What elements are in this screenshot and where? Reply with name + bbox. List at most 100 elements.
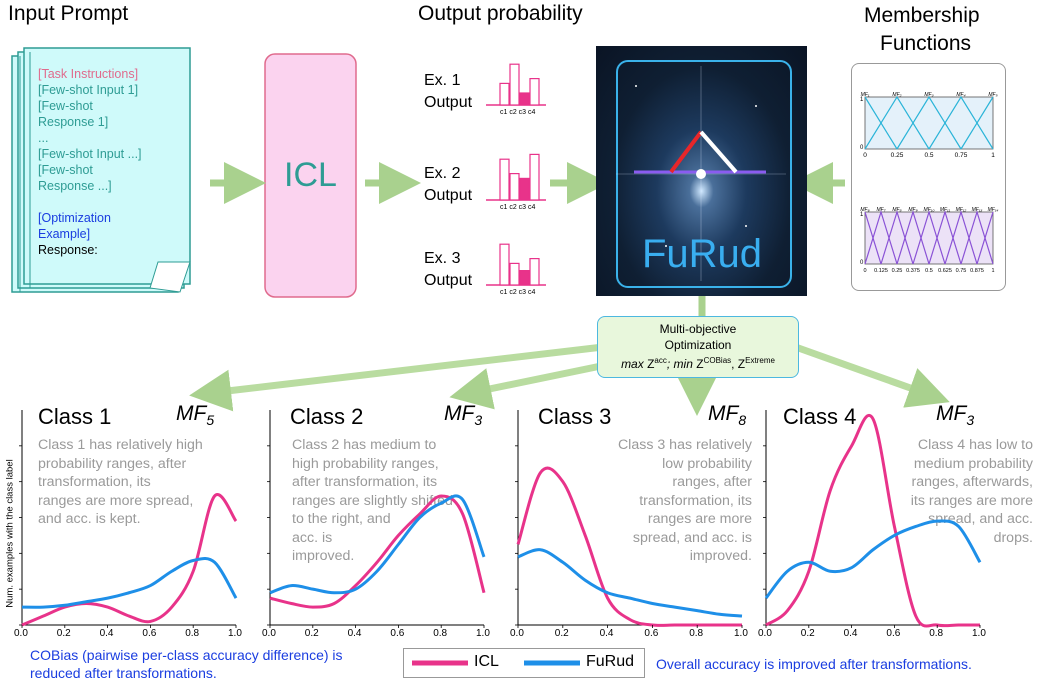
class3-desc-line: ranges, after xyxy=(672,474,752,490)
overall-note: Overall accuracy is improved after trans… xyxy=(656,656,972,672)
mf-triangle xyxy=(960,209,994,265)
x-tick-label: 1.0 xyxy=(476,628,490,639)
furud-label: FuRud xyxy=(641,232,763,276)
mf-triangle xyxy=(912,209,946,265)
mf-xtick: 0.625 xyxy=(938,268,952,274)
mf-xtick: 0.125 xyxy=(874,268,888,274)
x-tick-label: 0.2 xyxy=(800,628,815,639)
output-bar xyxy=(529,258,540,286)
class3-desc-line: improved. xyxy=(689,548,752,564)
mf-label: MF₁₄ xyxy=(988,207,999,213)
mf-xtick: 0.875 xyxy=(970,268,984,274)
bar-tick-labels: c1 c2 c3 c4 xyxy=(500,109,536,116)
x-tick-label: 0.0 xyxy=(14,628,28,639)
mf-xtick: 0.25 xyxy=(892,268,903,274)
x-tick-label: 0.2 xyxy=(304,628,319,639)
mf-plot-frame xyxy=(864,96,994,150)
class1-title: Class 1 xyxy=(38,404,112,429)
bar-tick-labels: c1 c2 c3 c4 xyxy=(500,289,536,296)
prompt-fewshot-response-1a: [Few-shot xyxy=(38,99,93,113)
x-tick-label: 0.4 xyxy=(843,628,858,639)
mf-label: MF₁₁ xyxy=(940,207,951,213)
mf-label: MF₇ xyxy=(877,207,886,213)
mf-xtick: 0.5 xyxy=(925,268,933,274)
furud-series-line xyxy=(764,519,982,600)
mf-label: MF₁₃ xyxy=(972,207,983,213)
x-tick-label: 0.2 xyxy=(56,628,71,639)
ex1-output: Output xyxy=(424,94,473,111)
class3-mf-name: MF xyxy=(708,402,739,425)
mf-triangle xyxy=(928,95,994,150)
output-bar xyxy=(499,82,510,106)
class2-desc-line: high probability ranges, xyxy=(292,455,439,472)
mf-triangle xyxy=(960,96,994,150)
class1-desc: Class 1 has relatively high probability … xyxy=(38,436,203,529)
legend-furud-swatch xyxy=(524,660,580,666)
prompt-optimization-b: Example] xyxy=(38,227,91,241)
x-tick-label: 0.8 xyxy=(433,628,448,639)
ex3-name: Ex. 3 xyxy=(424,250,461,267)
x-tick-label: 0.6 xyxy=(644,628,659,639)
output-probability-title: Output probability xyxy=(418,2,583,25)
x-tick-label: 1.0 xyxy=(734,628,748,639)
output-bar xyxy=(519,92,530,106)
mf-xtick: 0 xyxy=(863,152,867,159)
cobias-note-line2: reduced after transformations. xyxy=(30,665,217,681)
ex2-name: Ex. 2 xyxy=(424,165,461,182)
mf-triangle xyxy=(880,209,914,265)
output-bar xyxy=(499,243,510,286)
mf-ytick: 1 xyxy=(860,212,864,218)
output-bar xyxy=(519,177,530,201)
mf-triangle xyxy=(928,209,962,265)
ex1-label: Ex. 1 Output xyxy=(424,70,472,114)
mo-cobias-sup: COBias xyxy=(703,356,732,365)
mf-xtick: 0.5 xyxy=(924,152,933,159)
furud-series-line xyxy=(517,548,743,618)
legend-icl-label: ICL xyxy=(474,653,499,670)
mo-z-acc: Z xyxy=(647,357,655,371)
class1-desc-line: ranges are more spread, xyxy=(38,492,194,509)
multi-objective-box: Multi-objective Optimization max Zacc; m… xyxy=(597,316,799,378)
class3-desc: Class 3 has relatively low probability r… xyxy=(560,436,752,566)
output-bar xyxy=(509,172,520,201)
x-tick-label: 0.4 xyxy=(347,628,362,639)
mo-extreme-sup: Extreme xyxy=(745,356,775,365)
class2-title: Class 2 xyxy=(290,404,364,429)
prompt-ellipsis: ... xyxy=(38,131,49,145)
class4-mf: MF3 xyxy=(936,402,974,428)
bar-tick-labels: c1 c2 c3 c4 xyxy=(500,204,536,211)
legend: ICL FuRud xyxy=(403,648,645,678)
mf-ytick: 0 xyxy=(860,260,864,266)
class1-desc-line: probability ranges, after xyxy=(38,455,187,472)
output-bar xyxy=(509,262,520,286)
output-bar xyxy=(509,63,520,106)
mf-xtick: 1 xyxy=(991,152,995,159)
mf-triangle xyxy=(864,209,898,265)
mf-label: MF₄ xyxy=(956,92,965,98)
prompt-fewshot-response-na: [Few-shot xyxy=(38,163,93,177)
class4-desc-line: drops. xyxy=(993,529,1033,546)
class4-desc-line: Class 4 has low to xyxy=(917,437,1033,453)
class3-desc-line: low probability xyxy=(662,455,752,472)
output-bar xyxy=(519,270,530,286)
output-bar xyxy=(499,158,510,201)
ex2-output: Output xyxy=(424,187,473,204)
mf-triangle xyxy=(896,95,962,150)
class3-title: Class 3 xyxy=(538,404,612,429)
mf-label: MF₁₀ xyxy=(924,207,935,213)
mo-max: max xyxy=(621,357,644,371)
x-tick-label: 0.4 xyxy=(599,628,614,639)
class1-desc-line: Class 1 has relatively high xyxy=(38,437,203,453)
x-tick-label: 1.0 xyxy=(972,628,986,639)
class3-desc-line: Class 3 has relatively xyxy=(617,437,752,453)
mf-label: MF₁₂ xyxy=(956,207,967,213)
ex3-label: Ex. 3 Output xyxy=(424,248,472,292)
x-tick-label: 0.6 xyxy=(886,628,901,639)
output-bar-charts: c1 c2 c3 c4 c1 c2 c3 c4 c1 c2 c3 c4 xyxy=(486,63,546,296)
mf-label: MF₆ xyxy=(860,207,869,213)
prompt-text: [Task Instructions] [Few-shot Input 1] [… xyxy=(38,66,142,258)
x-tick-label: 0.8 xyxy=(185,628,200,639)
ex2-label: Ex. 2 Output xyxy=(424,163,472,207)
x-tick-label: 0.6 xyxy=(390,628,405,639)
furud-series-line xyxy=(21,556,238,609)
